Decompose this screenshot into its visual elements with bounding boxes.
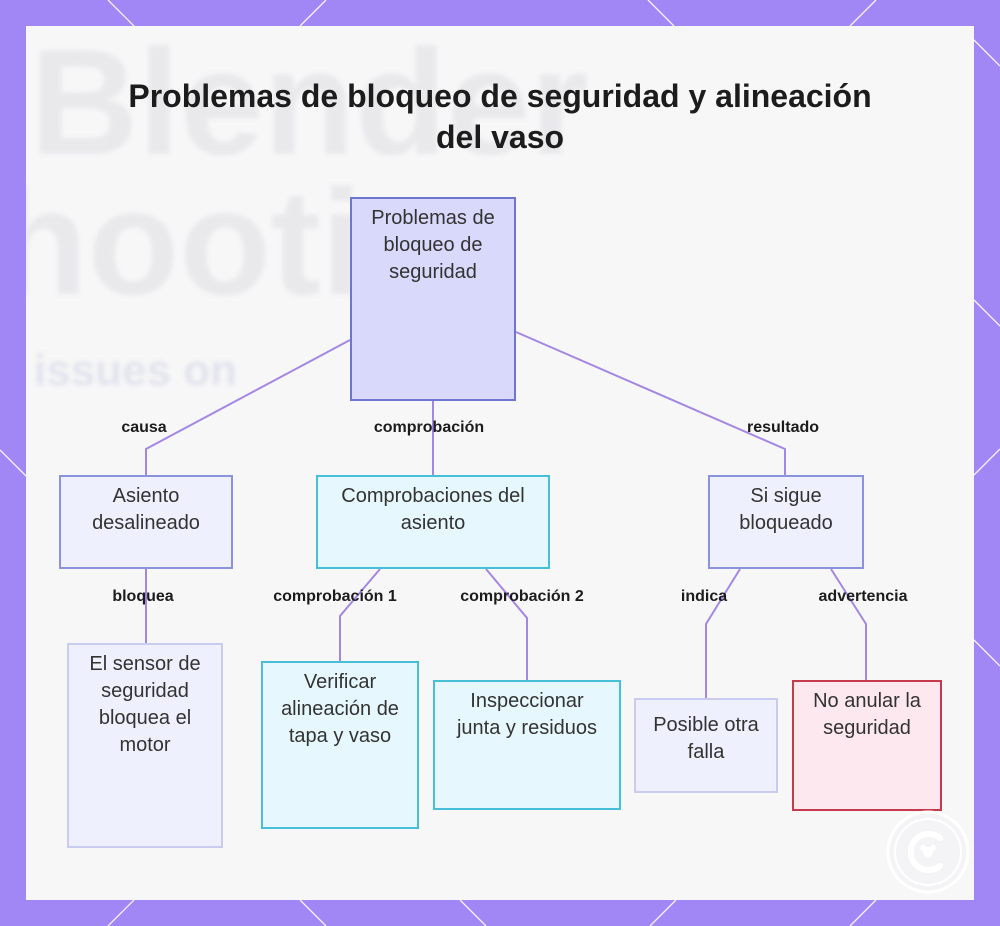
node-no-anular-seguridad: No anular la seguridad [792, 680, 942, 811]
edge-label-causa: causa [121, 419, 167, 436]
node-si-sigue-bloqueado: Si sigue bloqueado [708, 475, 864, 569]
node-comprobaciones-asiento: Comprobaciones del asiento [316, 475, 550, 569]
edge-label-indica: indica [680, 588, 728, 605]
node-verificar-alineacion: Verificar alineación de tapa y vaso [261, 661, 419, 829]
edge-label-bloquea: bloquea [112, 588, 174, 605]
edge-comprobacion-2 [485, 568, 528, 680]
diagram-title: Problemas de bloqueo de seguridad y alin… [128, 78, 872, 155]
background-word: Blender [30, 26, 589, 186]
edge-label-advertencia: advertencia [818, 588, 908, 605]
edge-resultado [515, 331, 786, 475]
edge-comprobacion-1 [339, 568, 381, 661]
diagram-card: Blender hootin issues on Problemas de bl… [26, 26, 974, 900]
edge-causa [145, 339, 351, 475]
node-posible-otra-falla: Posible otra falla [634, 698, 778, 793]
node-inspeccionar-junta: Inspeccionar junta y residuos [433, 680, 621, 810]
edge-indica [705, 568, 741, 698]
brand-logo-icon [886, 810, 970, 894]
background-word: issues on [34, 346, 237, 395]
node-asiento-desalineado: Asiento desalineado [59, 475, 233, 569]
edge-label-comprobacion-2: comprobación 2 [460, 588, 584, 605]
edge-label-resultado: resultado [746, 419, 820, 436]
edge-label-comprobacion-1: comprobación 1 [273, 588, 397, 605]
edge-advertencia [830, 568, 867, 680]
node-sensor-bloquea-motor: El sensor de seguridad bloquea el motor [67, 643, 223, 848]
node-problemas-bloqueo: Problemas de bloqueo de seguridad [350, 197, 516, 401]
connector-lines [145, 331, 867, 698]
edge-label-comprobacion: comprobación [373, 419, 485, 436]
